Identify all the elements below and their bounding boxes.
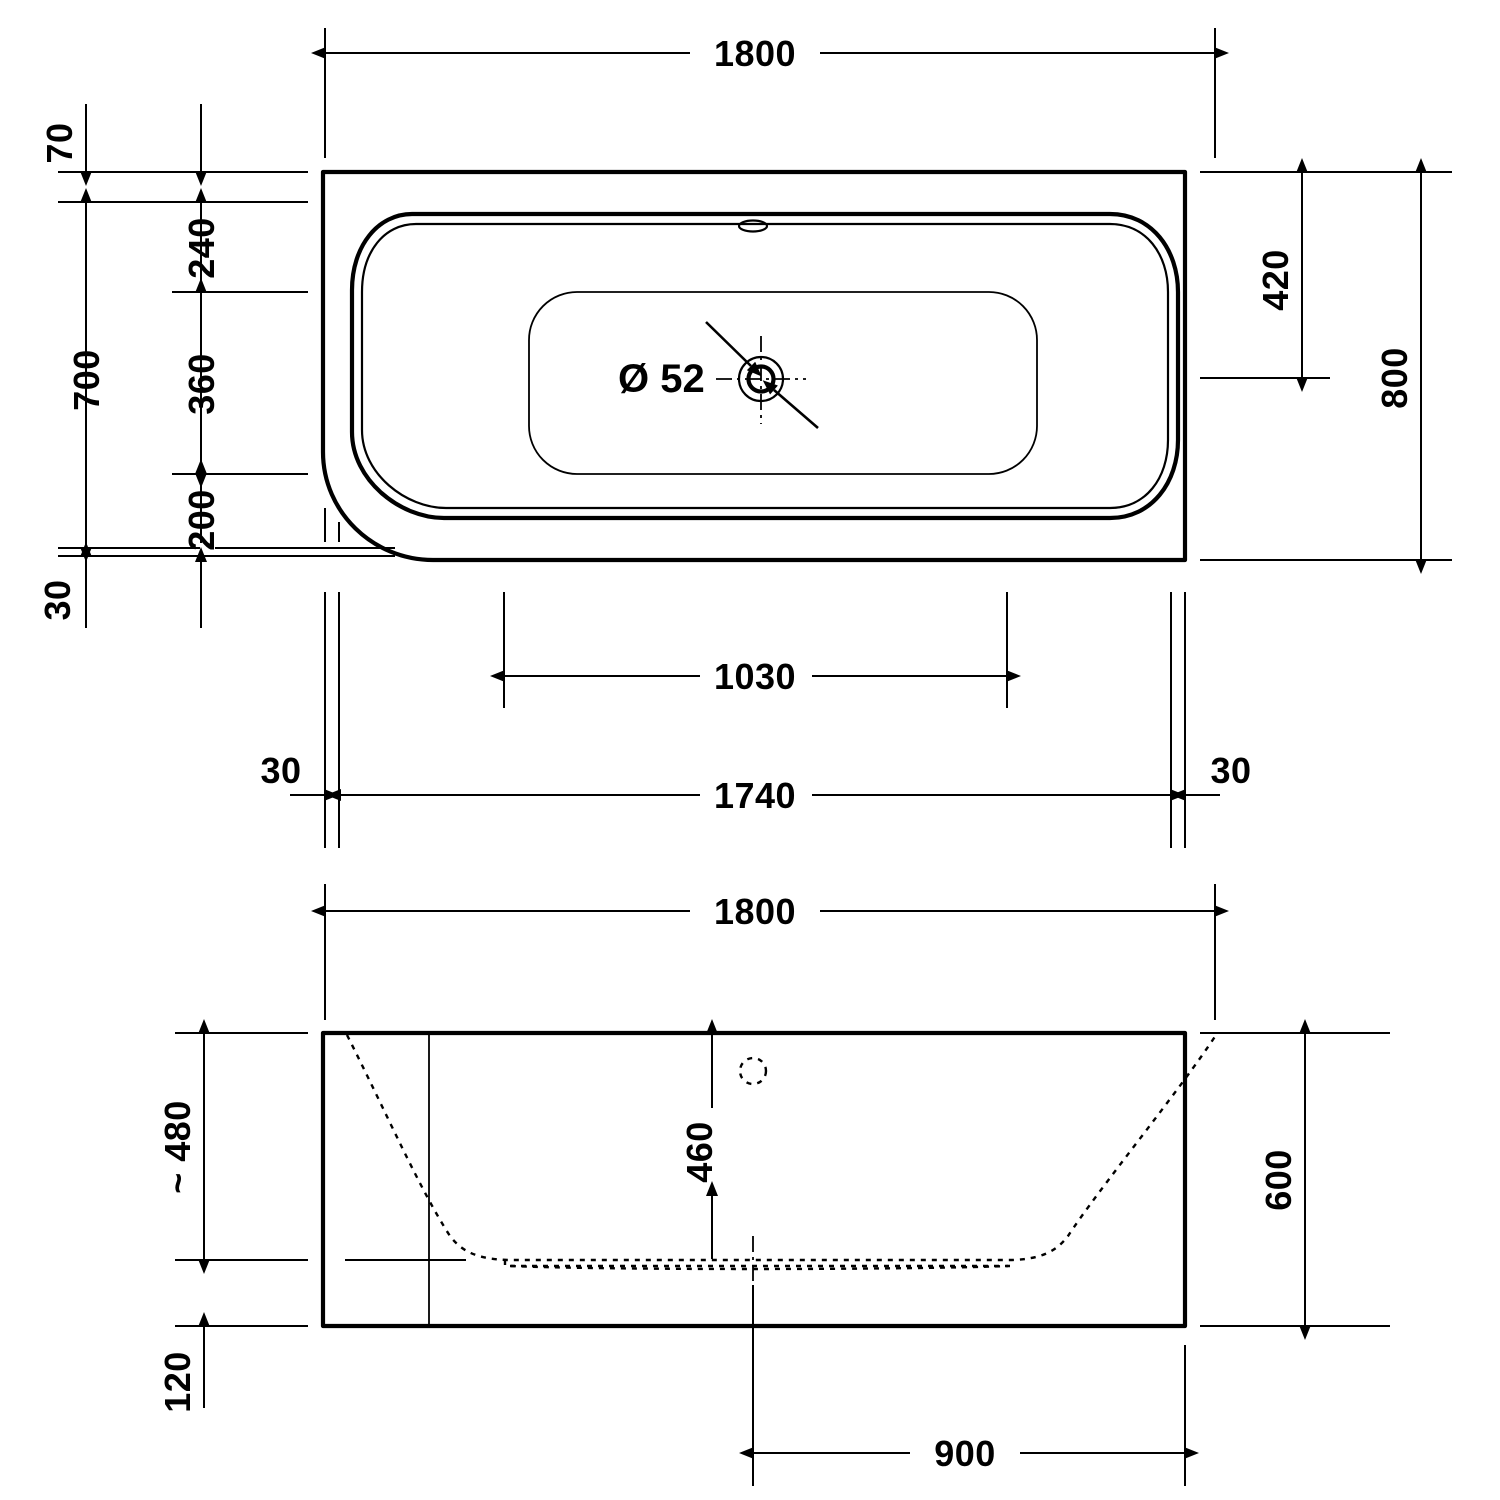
dim-label-360: 360 [181,353,222,415]
dim-label-1740: 1740 [714,775,796,816]
tub-elevation-outline [320,1030,1188,1329]
dim-label-30-left: 30 [260,750,301,791]
elev-left-witness-lines [175,1032,466,1327]
drain-leader-upper [705,321,762,377]
dim-plan-30-left: 30 [260,750,339,801]
overflow-hole-icon [737,219,769,233]
dim-elev-460: 460 [679,1019,720,1259]
dim-label-1800: 1800 [714,33,796,74]
dim-plan-1740: 1740 [326,775,1185,816]
tub-inner-rim [349,211,1181,521]
dim-label-240: 240 [181,217,222,279]
drain-diameter-label: Ø 52 [618,357,705,401]
dim-label-200: 200 [181,489,222,551]
dim-label-120: 120 [157,1351,198,1413]
dim-plan-1030: 1030 [490,656,1021,697]
basin-profile-hidden-outer [345,1034,1218,1262]
dim-plan-30-vertical: 30 [37,542,92,628]
dim-plan-200: 200 [181,459,222,628]
dim-label-elev-1800: 1800 [714,891,796,932]
elevation-view: 1800 ~ 480 120 600 [157,884,1390,1486]
dim-plan-70: 70 [39,104,92,186]
overflow-hole-elevation-icon [738,1056,768,1086]
dim-label-480: ~ 480 [157,1100,198,1194]
dim-label-700: 700 [66,349,107,411]
basin-profile-hidden-base [510,1264,1009,1271]
dim-elev-120: 120 [157,1312,210,1413]
drain-leader-lower [762,380,819,429]
dim-label-30-left-vertical: 30 [37,579,78,620]
plan-right-witness-lines [1200,171,1452,561]
dim-plan-420: 420 [1255,158,1308,392]
dim-label-420: 420 [1255,249,1296,311]
dim-plan-700: 700 [66,188,107,562]
dim-elev-480: ~ 480 [157,1019,210,1274]
dim-label-30-right: 30 [1210,750,1251,791]
drain-detail [705,321,819,429]
plan-left-witness-lines [58,171,395,557]
drain-outer-circle [737,355,785,403]
dim-label-1030: 1030 [714,656,796,697]
dim-label-460: 460 [679,1121,720,1183]
tub-outer-outline [320,169,1188,563]
tub-inner-rim-offset [360,222,1170,510]
basin-profile-hidden-inner [503,1260,1012,1268]
dim-elev-1800: 1800 [311,884,1229,1020]
dim-plan-30-right: 30 [1171,750,1251,801]
tub-basin-floor [528,291,1038,475]
dim-label-600: 600 [1258,1149,1299,1211]
plan-view: Ø 52 1800 70 [37,28,1452,848]
plan-bottom-witness-lines [324,592,1186,848]
dim-label-800: 800 [1374,347,1415,409]
dim-plan-360: 360 [181,278,222,488]
dim-label-900: 900 [934,1433,996,1474]
dim-elev-900: 900 [739,1285,1199,1486]
dim-plan-240: 240 [181,104,222,293]
dim-plan-1800: 1800 [311,28,1229,158]
dim-label-70: 70 [39,122,80,163]
dim-plan-800: 800 [1374,158,1427,574]
dim-elev-600: 600 [1200,1019,1390,1340]
